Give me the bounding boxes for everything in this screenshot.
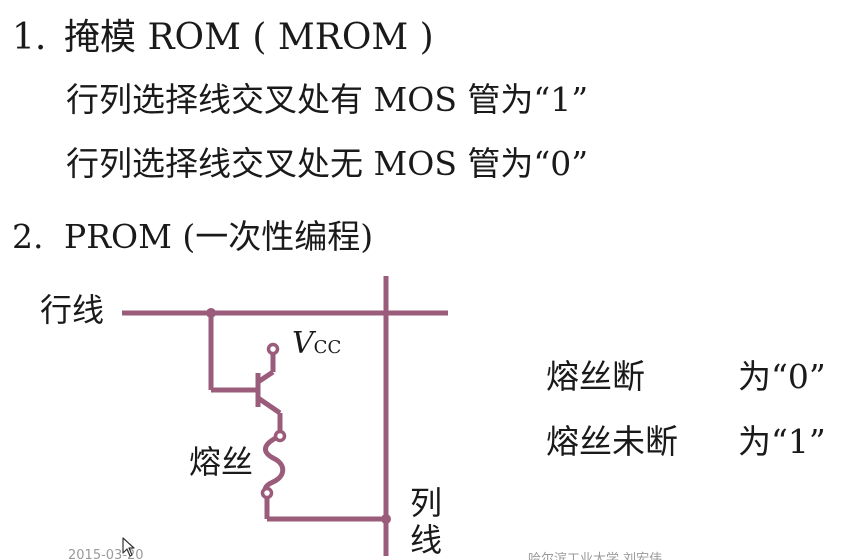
section-1-title: 掩模 ROM ( MROM ) [64,17,434,58]
column-line-label-bottom: 线 [410,521,443,559]
vcc-subscript: CC [313,337,342,358]
fuse-top-terminal [273,429,287,443]
transistor-collector [256,369,275,385]
section-2-title: PROM (一次性编程) [64,217,374,256]
vcc-terminal [266,342,280,356]
vcc-label: VCC [292,326,341,361]
fuse-label: 熔丝 [189,443,254,481]
footer-source: 哈尔滨工业大学 刘宏伟 [528,552,663,560]
vcc-symbol: V [292,326,314,361]
mrom-rule-zero: 行列选择线交叉处无 MOS 管为“0” [66,144,589,183]
fuse-intact-value: 为“1” [738,422,826,461]
column-line-label-top: 列 [410,484,443,522]
fuse-bottom-terminal [260,486,274,500]
row-junction-dot [206,308,216,318]
fuse-blown-value: 为“0” [738,357,826,396]
section-2-number: 2. [12,217,44,256]
row-line-label: 行线 [40,291,105,329]
fuse-blown-label: 熔丝断 [546,357,645,396]
mrom-rule-one: 行列选择线交叉处有 MOS 管为“1” [66,80,589,119]
fuse [262,433,286,495]
section-1-number: 1. [12,17,47,58]
fuse-intact-label: 熔丝未断 [546,422,678,461]
mouse-cursor-icon [122,537,135,557]
column-junction-dot [381,514,391,524]
transistor-emitter [256,395,282,416]
